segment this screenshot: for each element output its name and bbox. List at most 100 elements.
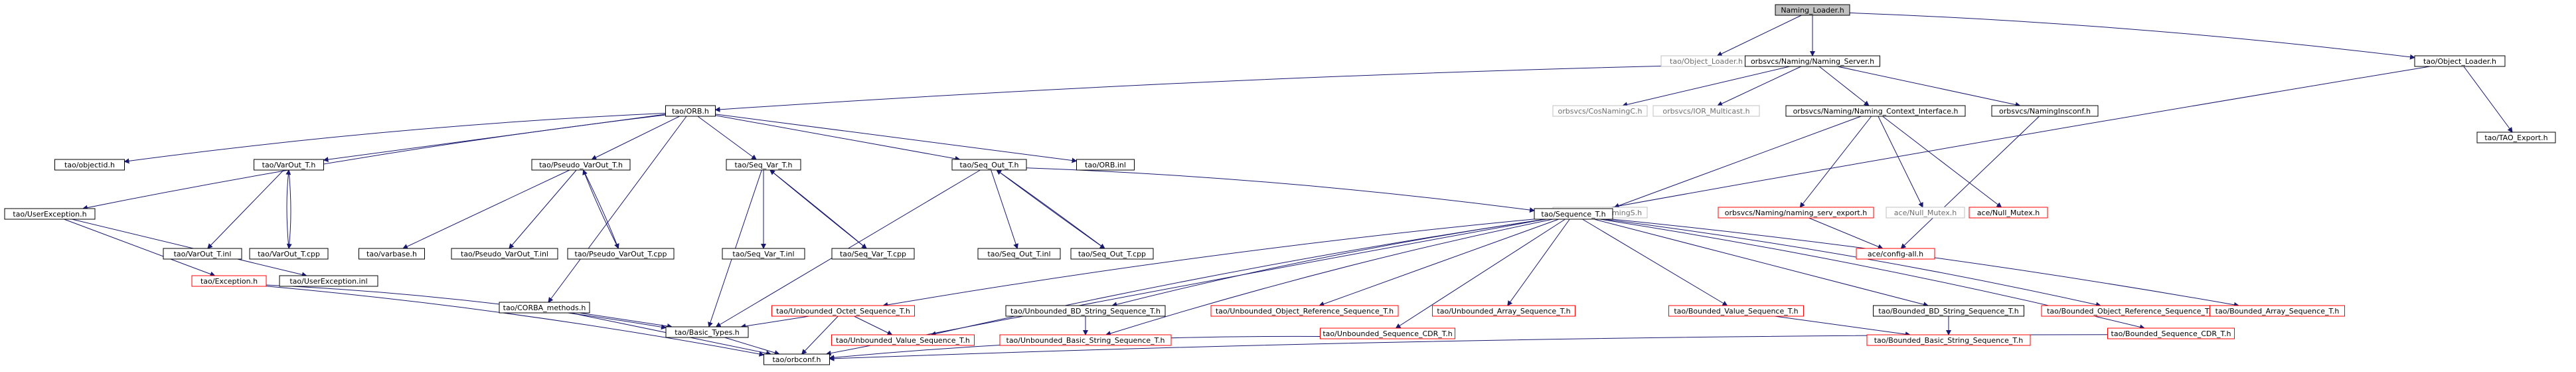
- node-bnd_bd_string_seq[interactable]: tao/Bounded_BD_String_Sequence_T.h: [1873, 305, 2024, 317]
- node-box: [531, 159, 631, 171]
- edge-exception-to-orbconf: [266, 286, 765, 357]
- node-unb_seq_cdr[interactable]: tao/Unbounded_Sequence_CDR_T.h: [1320, 327, 1455, 339]
- node-pseudo_varout_t_inl[interactable]: tao/Pseudo_VarOut_T.inl: [451, 248, 558, 260]
- node-seq_var_t_cpp[interactable]: tao/Seq_Var_T.cpp: [831, 248, 915, 260]
- node-box: [4, 208, 96, 220]
- edge-naming_loader-to-tao_object_loader_gray: [1716, 15, 1802, 56]
- node-varout_t_cpp[interactable]: tao/VarOut_T.cpp: [249, 248, 329, 260]
- node-label: tao/Exception.h: [201, 277, 258, 286]
- node-naming_context_interface[interactable]: orbsvcs/Naming/Naming_Context_Interface.…: [1785, 105, 1966, 117]
- node-label: tao/Pseudo_VarOut_T.inl: [461, 250, 548, 258]
- node-userexception_inl[interactable]: tao/UserException.inl: [279, 275, 378, 287]
- node-tao_export[interactable]: tao/TAO_Export.h: [2476, 132, 2556, 143]
- node-pseudo_varout_t_cpp[interactable]: tao/Pseudo_VarOut_T.cpp: [567, 248, 675, 260]
- node-label: tao/Bounded_Array_Sequence_T.h: [2215, 307, 2340, 316]
- node-label: tao/Pseudo_VarOut_T.h: [539, 161, 623, 169]
- node-unb_octet_seq[interactable]: tao/Unbounded_Octet_Sequence_T.h: [771, 305, 915, 317]
- node-label: tao/varbase.h: [366, 250, 417, 258]
- node-label: tao/Bounded_BD_String_Sequence_T.h: [1878, 307, 2018, 316]
- node-label: tao/VarOut_T.inl: [174, 250, 232, 258]
- node-label: orbsvcs/Naming/Naming_Server.h: [1751, 57, 1874, 66]
- edge-sequence_t-to-unb_octet_seq: [882, 219, 1535, 308]
- edge-sequence_t-to-unb_basic_string_seq: [1105, 219, 1554, 336]
- node-unb_bd_string_seq[interactable]: tao/Unbounded_BD_String_Sequence_T.h: [1005, 305, 1166, 317]
- node-seq_out_t[interactable]: tao/Seq_Out_T.h: [951, 159, 1027, 171]
- node-orbconf[interactable]: tao/orbconf.h: [764, 353, 830, 365]
- edge-seq_out_t-to-seq_out_t_inl: [991, 169, 1018, 249]
- edge-orb-to-orb_inl: [715, 114, 1078, 163]
- node-label: tao/Unbounded_Value_Sequence_T.h: [836, 336, 970, 345]
- node-box: [1718, 207, 1874, 219]
- node-box: [1552, 105, 1648, 117]
- edge-naming_server-to-ior_multicast: [1717, 66, 1802, 106]
- edge-bnd_value_seq-to-bnd_basic_string_seq: [1775, 316, 1911, 337]
- node-sequence_t[interactable]: tao/Sequence_T.h: [1534, 208, 1613, 220]
- node-box: [831, 248, 915, 260]
- edge-seq_out_t-to-sequence_t: [1026, 167, 1535, 213]
- node-label: tao/orbconf.h: [772, 355, 821, 364]
- node-unb_objref_seq[interactable]: tao/Unbounded_Object_Reference_Sequence_…: [1210, 305, 1399, 317]
- edge-pseudo_varout_t-to-pseudo_varout_t_inl: [509, 169, 577, 249]
- node-orb[interactable]: tao/ORB.h: [665, 105, 716, 117]
- node-box: [359, 248, 425, 260]
- node-label: tao/Unbounded_Object_Reference_Sequence_…: [1216, 307, 1394, 316]
- edge-userexception-to-exception: [64, 219, 216, 277]
- node-box: [771, 305, 915, 317]
- node-box: [1886, 207, 1965, 219]
- node-box: [722, 248, 805, 260]
- node-varout_t[interactable]: tao/VarOut_T.h: [254, 159, 324, 171]
- edge-naming_context_interface-to-naming_serv_export: [1799, 116, 1872, 208]
- node-box: [831, 334, 975, 346]
- node-unb_basic_string_seq[interactable]: tao/Unbounded_Basic_String_Sequence_T.h: [999, 334, 1172, 346]
- edge-sequence_t-to-unb_array_seq: [1507, 219, 1570, 306]
- node-tao_object_loader[interactable]: tao/Object_Loader.h: [2414, 55, 2506, 67]
- node-seq_out_t_inl[interactable]: tao/Seq_Out_T.inl: [977, 248, 1061, 260]
- node-varbase[interactable]: tao/varbase.h: [359, 248, 425, 260]
- node-userexception[interactable]: tao/UserException.h: [4, 208, 96, 220]
- edge-userexception-to-userexception_inl: [72, 219, 307, 278]
- node-label: tao/CORBA_methods.h: [503, 304, 586, 312]
- node-naming_server[interactable]: orbsvcs/Naming/Naming_Server.h: [1745, 55, 1880, 67]
- node-box: [499, 302, 590, 314]
- node-label: tao/VarOut_T.h: [262, 161, 316, 169]
- node-cosnamingc: orbsvcs/CosNamingC.h: [1552, 105, 1648, 117]
- node-unb_value_seq[interactable]: tao/Unbounded_Value_Sequence_T.h: [831, 334, 975, 346]
- node-label: tao/VarOut_T.cpp: [258, 250, 320, 258]
- node-ace_null_mutex[interactable]: ace/Null_Mutex.h: [1969, 207, 2048, 219]
- edge-sequence_t-to-unb_bd_string_seq: [1111, 219, 1547, 308]
- node-seq_out_t_cpp[interactable]: tao/Seq_Out_T.cpp: [1070, 248, 1154, 260]
- edge-orb-to-seq_var_t: [697, 116, 757, 160]
- node-bnd_basic_string_seq[interactable]: tao/Bounded_Basic_String_Sequence_T.h: [1866, 334, 2031, 346]
- node-seq_var_t_inl[interactable]: tao/Seq_Var_T.inl: [722, 248, 805, 260]
- node-objectid[interactable]: tao/objectid.h: [54, 159, 125, 171]
- edge-unb_octet_seq-to-orbconf: [801, 316, 839, 355]
- node-box: [1070, 248, 1154, 260]
- node-box: [726, 159, 801, 171]
- node-box: [54, 159, 125, 171]
- node-exception[interactable]: tao/Exception.h: [191, 275, 267, 287]
- node-seq_var_t[interactable]: tao/Seq_Var_T.h: [726, 159, 801, 171]
- node-bnd_value_seq[interactable]: tao/Bounded_Value_Sequence_T.h: [1668, 305, 1804, 317]
- node-bnd_objref_seq[interactable]: tao/Bounded_Object_Reference_Sequence_T.…: [2041, 305, 2221, 317]
- node-naming_loader[interactable]: Naming_Loader.h: [1775, 4, 1850, 16]
- node-label: tao/objectid.h: [64, 161, 115, 169]
- node-corba_methods[interactable]: tao/CORBA_methods.h: [499, 302, 590, 314]
- node-box: [1785, 105, 1966, 117]
- node-varout_t_inl[interactable]: tao/VarOut_T.inl: [163, 248, 242, 260]
- node-label: tao/Unbounded_Basic_String_Sequence_T.h: [1006, 336, 1165, 345]
- node-bnd_seq_cdr[interactable]: tao/Bounded_Sequence_CDR_T.h: [2107, 327, 2235, 339]
- node-box: [665, 326, 749, 338]
- node-box: [1775, 4, 1850, 16]
- node-ace_config_all[interactable]: ace/config-all.h: [1856, 248, 1935, 260]
- node-pseudo_varout_t[interactable]: tao/Pseudo_VarOut_T.h: [531, 159, 631, 171]
- node-bnd_array_seq[interactable]: tao/Bounded_Array_Sequence_T.h: [2210, 305, 2345, 317]
- node-box: [1076, 159, 1135, 171]
- node-orb_inl[interactable]: tao/ORB.inl: [1076, 159, 1135, 171]
- edge-naming_context_interface-to-ace_null_mutex_gray: [1878, 116, 1923, 208]
- node-unb_array_seq[interactable]: tao/Unbounded_Array_Sequence_T.h: [1432, 305, 1575, 317]
- node-basic_types[interactable]: tao/Basic_Types.h: [665, 326, 749, 338]
- node-naming_serv_export[interactable]: orbsvcs/Naming/naming_serv_export.h: [1718, 207, 1874, 219]
- edge-orb-to-objectid: [123, 112, 666, 164]
- node-naminginsconf[interactable]: orbsvcs/NamingInsconf.h: [1991, 105, 2099, 117]
